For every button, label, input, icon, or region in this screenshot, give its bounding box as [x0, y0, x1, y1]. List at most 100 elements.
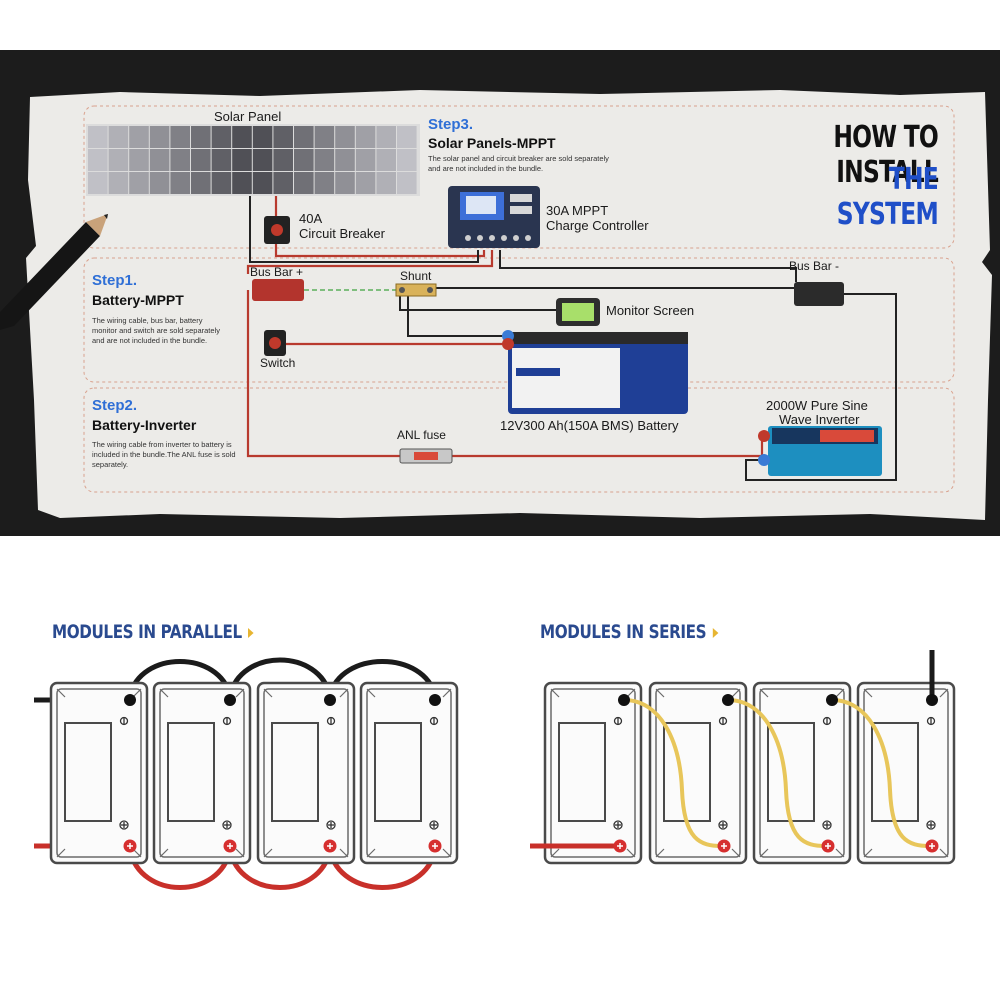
solar-cell	[273, 172, 293, 194]
step3-title: Solar Panels-MPPT	[428, 135, 556, 151]
switch-label: Switch	[260, 356, 296, 370]
anl-fuse-graphic	[399, 448, 453, 464]
solar-cell	[273, 149, 293, 171]
series-title: MODULES IN SERIES	[540, 621, 719, 643]
solar-cell	[355, 149, 376, 171]
series-modules-graphic	[530, 650, 956, 865]
controller-label-line2: Charge Controller	[546, 218, 649, 233]
parallel-modules-graphic	[34, 657, 459, 890]
solar-cell	[129, 126, 149, 148]
solar-cell	[397, 126, 417, 148]
breaker-label-line2: Circuit Breaker	[299, 226, 385, 241]
step1-number: Step1.	[92, 272, 138, 289]
controller-label-line1: 30A MPPT	[546, 203, 609, 218]
solar-cell	[314, 126, 335, 148]
solar-cell	[211, 149, 232, 171]
solar-cell	[376, 126, 396, 148]
inverter-label-line1: 2000W Pure Sine	[766, 398, 868, 413]
parallel-terminals	[123, 694, 442, 853]
solar-cell	[397, 149, 417, 171]
solar-cell	[273, 126, 293, 148]
solar-cell	[149, 126, 170, 148]
solar-cell	[294, 172, 314, 194]
anl-fuse-label: ANL fuse	[397, 428, 446, 442]
monitor-screen-graphic	[556, 298, 600, 326]
solar-cell	[252, 172, 273, 194]
bus-bar-plus-graphic	[252, 279, 304, 301]
solar-cell	[376, 149, 396, 171]
solar-cell	[232, 126, 252, 148]
battery-graphic	[502, 330, 688, 414]
solar-cell	[314, 172, 335, 194]
step2-section	[83, 387, 955, 493]
battery-label: 12V300 Ah(150A BMS) Battery	[500, 418, 679, 433]
step2-description: The wiring cable from inverter to batter…	[92, 440, 236, 469]
solar-cell	[252, 149, 273, 171]
solar-cell	[355, 172, 376, 194]
inverter-label-line2: Wave Inverter	[779, 412, 860, 427]
switch-graphic	[264, 330, 286, 356]
solar-cell	[376, 172, 396, 194]
positive-wires	[246, 196, 764, 458]
solar-cell	[232, 149, 252, 171]
paper-sheet	[26, 90, 992, 520]
step3-number: Step3.	[428, 116, 474, 133]
bus-bar-plus-label: Bus Bar +	[250, 265, 304, 279]
shunt-graphic	[395, 283, 437, 297]
solar-panel-graphic	[86, 124, 420, 196]
shunt-label: Shunt	[400, 269, 432, 283]
title-line-1: HOW TO INSTALL	[833, 120, 938, 190]
solar-cell	[335, 126, 355, 148]
solar-cell	[211, 126, 232, 148]
solar-cell	[355, 126, 376, 148]
pencil-icon	[0, 214, 108, 330]
solar-cell	[191, 149, 211, 171]
circuit-breaker-graphic	[264, 216, 290, 244]
solar-cell	[232, 172, 252, 194]
step2-title: Battery-Inverter	[92, 417, 197, 433]
solar-cell	[335, 149, 355, 171]
solar-cell	[397, 172, 417, 194]
step1-title: Battery-MPPT	[92, 292, 184, 308]
title-line-2: THE SYSTEM	[836, 162, 939, 232]
negative-wires	[249, 196, 897, 481]
solar-cell	[191, 126, 211, 148]
solar-cell	[294, 126, 314, 148]
series-title-text: MODULES IN SERIES	[540, 621, 707, 643]
solar-cell	[335, 172, 355, 194]
inverter-graphic	[758, 426, 882, 476]
solar-cell	[149, 172, 170, 194]
solar-cell	[314, 149, 335, 171]
step1-description: The wiring cable, bus bar, battery monit…	[92, 316, 220, 345]
breaker-label-line1: 40A	[299, 211, 323, 226]
series-terminals	[613, 694, 939, 853]
parallel-title-text: MODULES IN PARALLEL	[52, 621, 242, 643]
arrow-right-icon	[712, 627, 719, 638]
series-links	[623, 698, 931, 848]
solar-cell	[170, 172, 190, 194]
monitor-label: Monitor Screen	[606, 303, 695, 318]
solar-cell	[170, 149, 190, 171]
charge-controller-graphic	[448, 186, 540, 248]
step3-description: The solar panel and circuit breaker are …	[428, 154, 609, 173]
arrow-right-icon	[248, 627, 254, 638]
solar-cell	[252, 126, 273, 148]
parallel-title: MODULES IN PARALLEL	[52, 621, 254, 643]
solar-panel-label: Solar Panel	[214, 109, 282, 124]
step2-number: Step2.	[92, 397, 138, 414]
solar-cell	[108, 126, 129, 148]
solar-cell	[191, 172, 211, 194]
solar-cell	[88, 172, 108, 194]
bus-bar-minus-graphic	[794, 282, 844, 306]
solar-cell	[129, 172, 149, 194]
solar-cell	[108, 172, 129, 194]
solar-cell	[294, 149, 314, 171]
solar-cell	[170, 126, 190, 148]
solar-cell	[88, 126, 108, 148]
bus-bar-minus-label: Bus Bar -	[789, 259, 840, 273]
solar-cell	[211, 172, 232, 194]
solar-cell	[129, 149, 149, 171]
solar-cell	[88, 149, 108, 171]
